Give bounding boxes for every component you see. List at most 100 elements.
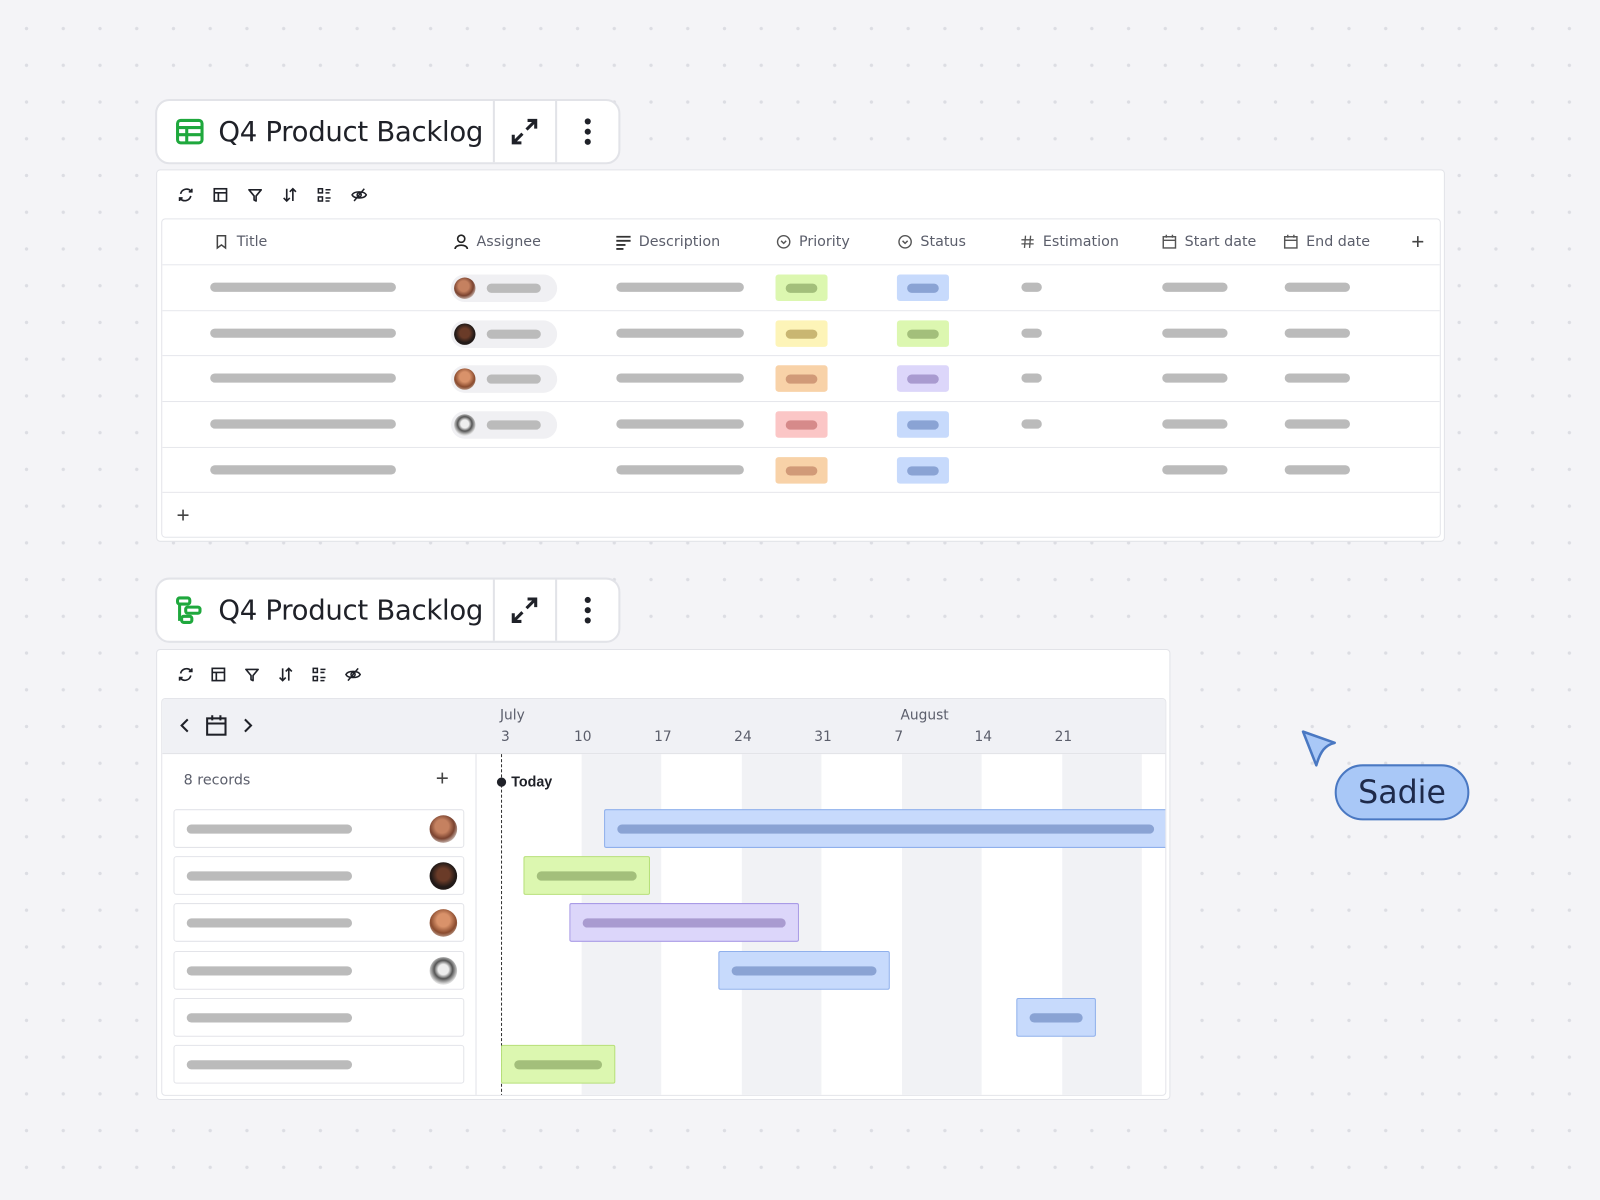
- expand-button[interactable]: [492, 579, 555, 641]
- sort-icon[interactable]: [278, 666, 294, 682]
- hide-fields-icon[interactable]: [351, 187, 368, 203]
- avatar: [429, 909, 458, 938]
- record-item[interactable]: [173, 1044, 465, 1084]
- today-line: [501, 754, 503, 1095]
- column-header-assignee[interactable]: Assignee: [453, 219, 541, 264]
- add-row-plus-icon[interactable]: +: [176, 502, 190, 528]
- gantt-icon: [176, 596, 202, 624]
- status-badge[interactable]: [896, 320, 949, 347]
- record-title: [186, 918, 353, 928]
- week-label: 14: [974, 728, 993, 745]
- hide-fields-icon[interactable]: [345, 666, 362, 682]
- assignee-chip[interactable]: [451, 411, 558, 439]
- record-item[interactable]: [173, 856, 465, 896]
- record-item[interactable]: [173, 809, 465, 848]
- avatar: [454, 277, 476, 299]
- layout-icon[interactable]: [210, 666, 226, 682]
- title-cell: [210, 282, 396, 292]
- gantt-header: [162, 698, 1166, 755]
- title-cell: [210, 465, 396, 475]
- record-item[interactable]: [173, 903, 465, 943]
- start-date-cell: [1162, 373, 1228, 384]
- status-badge[interactable]: [896, 411, 949, 438]
- gantt-bar[interactable]: [501, 1044, 616, 1084]
- description-cell: [616, 282, 744, 292]
- priority-badge[interactable]: [775, 456, 828, 484]
- start-date-cell: [1162, 465, 1228, 475]
- assignee-chip[interactable]: [451, 365, 558, 394]
- week-label: 10: [573, 728, 592, 745]
- priority-badge[interactable]: [775, 411, 828, 438]
- table-row[interactable]: [162, 401, 1440, 447]
- add-record-button[interactable]: +: [435, 765, 449, 791]
- end-date-cell: [1284, 465, 1350, 475]
- record-item[interactable]: [173, 950, 465, 990]
- record-title: [186, 824, 353, 834]
- table-row[interactable]: [162, 355, 1440, 401]
- column-header-estimation[interactable]: Estimation: [1019, 219, 1119, 264]
- status-badge[interactable]: [896, 274, 949, 302]
- person-icon: [454, 234, 469, 250]
- circle-chevron-icon: [776, 234, 791, 249]
- priority-badge[interactable]: [775, 320, 828, 347]
- sort-icon[interactable]: [282, 187, 298, 203]
- gantt-bar[interactable]: [569, 903, 799, 943]
- priority-badge[interactable]: [775, 274, 828, 302]
- group-fields-icon[interactable]: [316, 187, 332, 203]
- refresh-icon[interactable]: [178, 666, 194, 682]
- column-header-title[interactable]: Title: [213, 219, 267, 264]
- records-count: 8 records: [183, 772, 251, 789]
- add-column-button[interactable]: +: [1411, 228, 1425, 255]
- table-row[interactable]: [162, 309, 1440, 356]
- add-row[interactable]: +: [162, 491, 1440, 537]
- assignee-name: [486, 283, 541, 293]
- more-options-button[interactable]: [555, 579, 618, 641]
- title-cell: [210, 419, 396, 429]
- record-title: [186, 871, 353, 881]
- assignee-name: [486, 329, 541, 339]
- week-label: 3: [501, 728, 510, 745]
- status-badge[interactable]: [896, 456, 949, 484]
- week-label: 31: [814, 728, 832, 745]
- avatar: [454, 414, 476, 436]
- column-header-priority[interactable]: Priority: [776, 219, 850, 264]
- filter-icon[interactable]: [247, 187, 263, 203]
- table-view-title[interactable]: Q4 Product Backlog: [157, 101, 492, 162]
- expand-button[interactable]: [492, 101, 555, 163]
- refresh-icon[interactable]: [178, 187, 194, 203]
- next-period-icon[interactable]: [242, 717, 254, 733]
- end-date-cell: [1284, 373, 1350, 384]
- end-date-cell: [1284, 328, 1350, 338]
- column-header-start-date[interactable]: Start date: [1161, 219, 1256, 264]
- priority-badge[interactable]: [775, 365, 828, 393]
- table-row[interactable]: [162, 446, 1440, 493]
- week-label: 7: [894, 728, 904, 745]
- table-view-header: Q4 Product Backlog: [155, 98, 621, 165]
- gantt-view-header: Q4 Product Backlog: [155, 577, 621, 643]
- prev-period-icon[interactable]: [179, 717, 191, 733]
- description-cell: [616, 328, 744, 338]
- table-row[interactable]: [162, 264, 1440, 310]
- column-header-end-date[interactable]: End date: [1283, 219, 1370, 264]
- estimation-cell: [1021, 282, 1042, 292]
- record-item[interactable]: [173, 997, 465, 1037]
- week-label: 21: [1054, 728, 1073, 745]
- gantt-bar[interactable]: [718, 950, 891, 990]
- calendar-icon: [1283, 234, 1298, 249]
- filter-icon[interactable]: [244, 666, 260, 682]
- end-date-cell: [1284, 282, 1350, 292]
- gantt-bar[interactable]: [1015, 997, 1097, 1037]
- layout-icon[interactable]: [212, 187, 228, 203]
- assignee-chip[interactable]: [451, 274, 558, 303]
- column-header-description[interactable]: Description: [615, 219, 720, 264]
- status-badge[interactable]: [896, 365, 949, 393]
- more-options-button[interactable]: [555, 101, 618, 163]
- gantt-bar[interactable]: [603, 809, 1166, 848]
- column-header-status[interactable]: Status: [897, 219, 966, 264]
- estimation-cell: [1021, 328, 1042, 338]
- group-fields-icon[interactable]: [311, 666, 327, 682]
- gantt-bar[interactable]: [523, 856, 650, 896]
- calendar-icon[interactable]: [205, 714, 227, 736]
- assignee-chip[interactable]: [451, 320, 558, 348]
- gantt-view-title[interactable]: Q4 Product Backlog: [157, 580, 492, 641]
